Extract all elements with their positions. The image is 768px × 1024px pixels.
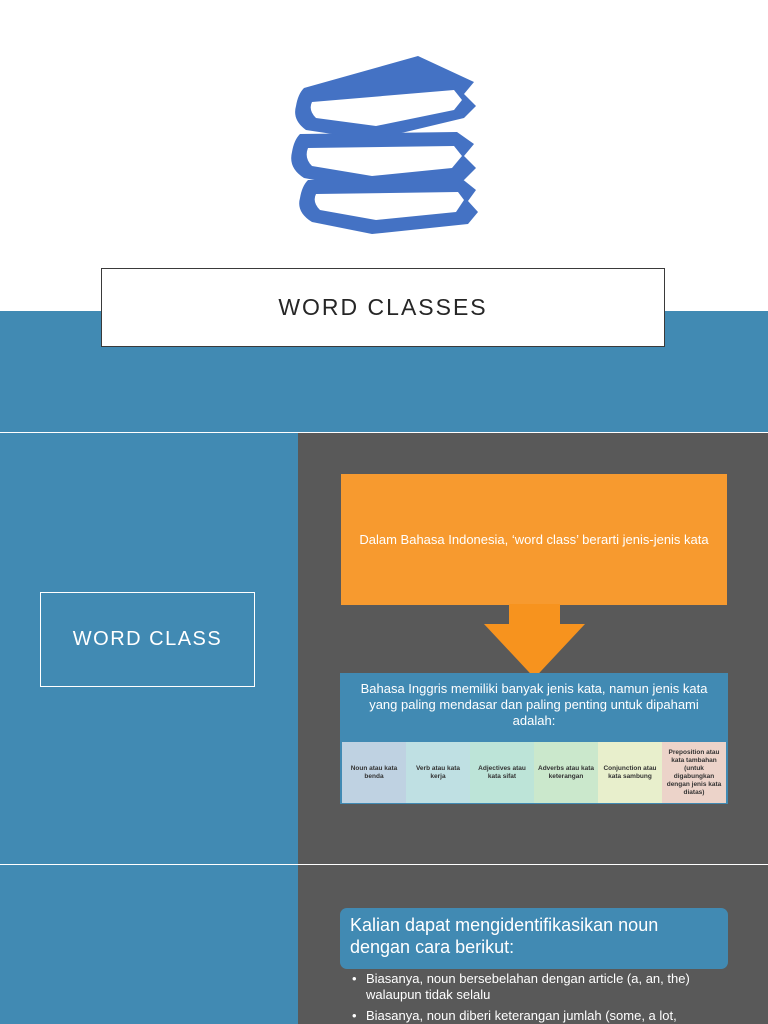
left-panel: [0, 865, 298, 1024]
intro-text: Bahasa Inggris memiliki banyak jenis kat…: [360, 681, 708, 728]
noun-header-box: Kalian dapat mengidentifikasikan noun de…: [340, 908, 728, 969]
class-item-label: Noun atau kata benda: [350, 764, 398, 780]
class-item-verb: Verb atau kata kerja: [406, 742, 470, 803]
title-slide: WORD CLASSES: [0, 0, 768, 432]
title-box: WORD CLASSES: [101, 268, 665, 347]
noun-slide: Kalian dapat mengidentifikasikan noun de…: [0, 865, 768, 1024]
word-class-list: Noun atau kata benda Verb atau kata kerj…: [342, 742, 726, 803]
class-item-label: Verb atau kata kerja: [415, 764, 461, 780]
slide-title: WORD CLASSES: [278, 294, 488, 320]
noun-bullet-list: Biasanya, noun bersebelahan dengan artic…: [352, 971, 722, 1024]
left-panel: WORD CLASS: [0, 433, 298, 864]
word-class-box: WORD CLASS: [40, 592, 255, 687]
definition-box: Dalam Bahasa Indonesia, ‘word class’ ber…: [341, 474, 727, 605]
bullet-item: Biasanya, noun bersebelahan dengan artic…: [352, 971, 722, 1003]
intro-box: Bahasa Inggris memiliki banyak jenis kat…: [340, 673, 728, 804]
class-item-label: Conjunction atau kata sambung: [603, 764, 657, 780]
class-item-label: Adverbs atau kata keterangan: [538, 764, 594, 780]
bullet-item: Biasanya, noun diberi keterangan jumlah …: [352, 1008, 722, 1024]
class-item-label: Adjectives atau kata sifat: [478, 764, 526, 780]
definition-text: Dalam Bahasa Indonesia, ‘word class’ ber…: [359, 532, 709, 547]
class-item-preposition: Preposition atau kata tambahan (untuk di…: [662, 742, 726, 803]
word-class-slide: WORD CLASS Dalam Bahasa Indonesia, ‘word…: [0, 433, 768, 864]
class-item-adjective: Adjectives atau kata sifat: [470, 742, 534, 803]
class-item-adverb: Adverbs atau kata keterangan: [534, 742, 598, 803]
down-arrow-icon: [484, 604, 585, 678]
class-item-conjunction: Conjunction atau kata sambung: [598, 742, 662, 803]
books-icon: [291, 56, 478, 234]
word-class-label: WORD CLASS: [72, 628, 223, 650]
class-item-label: Preposition atau kata tambahan (untuk di…: [666, 748, 722, 796]
class-item-noun: Noun atau kata benda: [342, 742, 406, 803]
noun-header-text: Kalian dapat mengidentifikasikan noun de…: [350, 915, 659, 957]
